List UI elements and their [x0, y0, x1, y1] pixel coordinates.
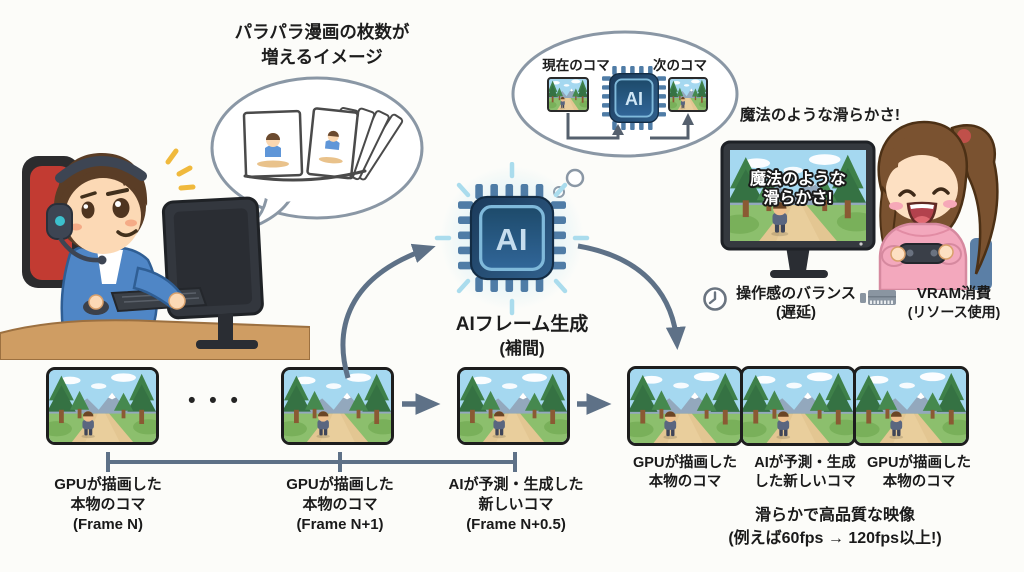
generator-title-line2: (補間) [499, 338, 545, 358]
output-frame-strip [627, 366, 969, 446]
generator-title-line1: AIフレーム生成 [455, 314, 589, 335]
label-strip-real-b: GPUが描画した 本物のコマ [867, 455, 971, 490]
frame-real-n [46, 367, 159, 445]
vram-tradeoff: VRAM消費 (リソース使用) [898, 285, 1010, 321]
vram-line2: (リソース使用) [907, 303, 1001, 320]
summary-text: 滑らかで高品質な映像 (例えば60fps → 120fps以上!) [728, 507, 942, 548]
label-strip-real-a: GPUが描画した 本物のコマ [633, 455, 737, 490]
screen-text-line2: 滑らかさ! [763, 189, 832, 207]
mini-frame-current [545, 78, 591, 111]
ai-chip-label: AI [496, 222, 529, 257]
sparkle-icon [165, 148, 196, 191]
flipbook-caption-line1: パラパラ漫画の枚数が [234, 22, 410, 42]
ram-icon [860, 290, 896, 305]
ai-generator-chip: AI [434, 162, 590, 316]
glow-rays [434, 162, 590, 316]
latency-tradeoff: 操作感のバランス (遅延) [728, 285, 864, 323]
current-frame-label: 現在のコマ [542, 57, 610, 73]
girl-gamer-illustration [877, 120, 999, 290]
label-strip-generated: AIが予測・生成 した新しいコマ [754, 455, 856, 490]
headset-icon [46, 156, 147, 265]
result-caption: 魔法のような滑らかさ! [739, 107, 901, 124]
vram-line1: VRAM消費 [916, 285, 992, 302]
generator-title: AIフレーム生成 (補間) [422, 313, 622, 360]
mini-frame-next [666, 78, 709, 111]
timeline-axis [106, 452, 517, 472]
mini-chip-label: AI [625, 89, 643, 109]
next-frame-label: 次のコマ [653, 57, 707, 73]
label-frame-n1: GPUが描画した 本物のコマ (Frame N+1) [286, 476, 394, 533]
arrow-frames-to-chip [340, 243, 436, 379]
strip-frame-real-b [853, 366, 969, 446]
frame-real-n1 [281, 367, 394, 445]
flipbook-speech-bubble [210, 76, 424, 232]
strip-frame-generated [740, 366, 856, 446]
flipbook-caption-line2: 増えるイメージ [261, 46, 383, 67]
compare-arrows [566, 113, 690, 140]
boy-at-computer-illustration [0, 148, 310, 360]
desk [0, 319, 310, 360]
label-frame-n05: AIが予測・生成した 新しいコマ (Frame N+0.5) [448, 476, 584, 533]
ellipsis: • • • [188, 389, 242, 412]
thought-trail-dot [565, 168, 585, 188]
latency-line2: (遅延) [776, 303, 816, 321]
frame-generated-n05 [457, 367, 570, 445]
latency-line1: 操作感のバランス [736, 285, 856, 302]
label-frame-n: GPUが描画した 本物のコマ (Frame N) [54, 476, 162, 533]
frame-compare-bubble: 現在のコマ 次のコマ AI [511, 30, 739, 198]
game-monitor: 魔法のような 滑らかさ! [720, 140, 876, 278]
flipbook-caption: パラパラ漫画の枚数が 増えるイメージ [222, 20, 422, 69]
clock-icon [703, 287, 727, 311]
bangs [885, 134, 961, 186]
screen-text-line1: 魔法のような [750, 169, 846, 188]
strip-frame-real-a [627, 366, 743, 446]
flipbook-icon [242, 107, 404, 182]
